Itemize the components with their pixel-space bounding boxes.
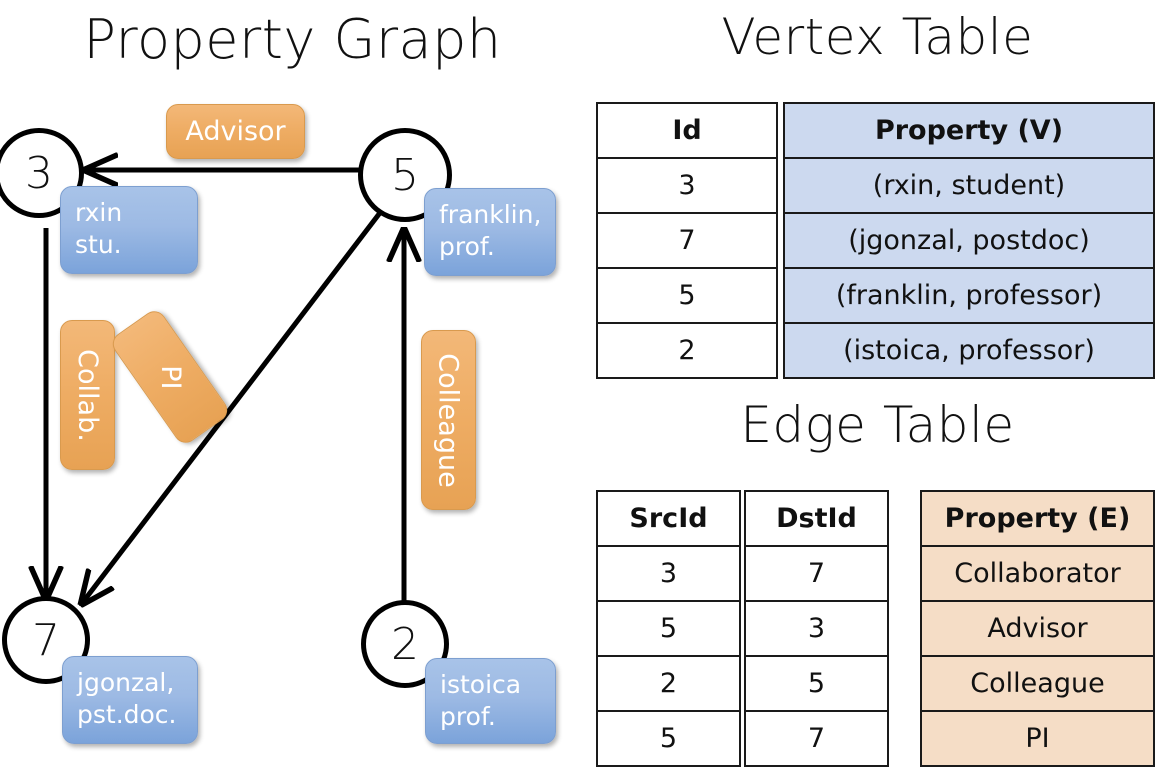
graph-node-3-label: 3 <box>25 147 53 199</box>
page-title-vertex-table: Vertex Table <box>721 8 1034 66</box>
graph-node-2-label: 2 <box>391 618 419 670</box>
node-property-line-2: stu. <box>75 230 122 259</box>
table-row: 5 <box>744 655 889 712</box>
page-title-property-graph: Property Graph <box>83 8 502 71</box>
vertex-property-cell: (istoica, professor) <box>783 322 1155 379</box>
edge-table-property-column: Property (E) Collaborator Advisor Collea… <box>920 490 1155 767</box>
table-row: 5 <box>596 710 741 767</box>
graph-node-2[interactable]: 2 <box>361 600 449 688</box>
edge-table-header-srcid: SrcId <box>596 490 741 547</box>
table-row: (franklin, professor) <box>783 267 1155 324</box>
table-header-row: Property (E) <box>920 490 1155 547</box>
table-row: 3 <box>596 157 778 214</box>
edge-property-cell: Collaborator <box>920 545 1155 602</box>
table-row: 2 <box>596 655 741 712</box>
edge-label-advisor: Advisor <box>166 104 305 159</box>
page-title-edge-table: Edge Table <box>740 396 1015 454</box>
table-header-row: Id <box>596 102 778 159</box>
table-row: 2 <box>596 322 778 379</box>
edge-table-header-property: Property (E) <box>920 490 1155 547</box>
vertex-property-cell: (rxin, student) <box>783 157 1155 214</box>
edge-table-header-dstid: DstId <box>744 490 889 547</box>
node-property-box-jgonzal: jgonzal, pst.doc. <box>62 656 198 744</box>
edge-label-pi-text: PI <box>154 364 186 390</box>
table-row: (istoica, professor) <box>783 322 1155 379</box>
edge-label-colleague: Colleague <box>421 330 476 510</box>
table-header-row: DstId <box>744 490 889 547</box>
node-property-line-1: istoica <box>440 670 522 699</box>
table-row: PI <box>920 710 1155 767</box>
table-row: Collaborator <box>920 545 1155 602</box>
vertex-id-cell: 7 <box>596 212 778 269</box>
node-property-line-2: pst.doc. <box>77 700 177 729</box>
table-row: (rxin, student) <box>783 157 1155 214</box>
vertex-id-cell: 5 <box>596 267 778 324</box>
table-row: 7 <box>744 710 889 767</box>
table-row: (jgonzal, postdoc) <box>783 212 1155 269</box>
node-property-line-2: prof. <box>440 702 496 731</box>
edge-src-cell: 5 <box>596 710 741 767</box>
table-row: Advisor <box>920 600 1155 657</box>
edge-src-cell: 3 <box>596 545 741 602</box>
table-row: 3 <box>744 600 889 657</box>
graph-node-7-label: 7 <box>32 614 60 666</box>
graph-node-5-label: 5 <box>391 149 419 201</box>
vertex-table-header-id: Id <box>596 102 778 159</box>
graph-edge-lines <box>0 0 585 760</box>
table-row: 5 <box>596 267 778 324</box>
table-row: 3 <box>596 545 741 602</box>
vertex-id-cell: 2 <box>596 322 778 379</box>
edge-property-cell: Colleague <box>920 655 1155 712</box>
property-graph-diagram: 3 5 7 2 rxin stu. franklin, prof. jgonza… <box>0 0 585 760</box>
vertex-table-property-column: Property (V) (rxin, student) (jgonzal, p… <box>783 102 1155 379</box>
node-property-box-istoica: istoica prof. <box>425 658 556 744</box>
table-row: Colleague <box>920 655 1155 712</box>
node-property-line-1: franklin, <box>439 200 542 229</box>
edge-table-srcid-column: SrcId 3 5 2 5 <box>596 490 741 767</box>
edge-line-pi <box>83 195 394 602</box>
vertex-property-cell: (franklin, professor) <box>783 267 1155 324</box>
edge-label-colleague-text: Colleague <box>433 352 464 488</box>
node-property-line-1: rxin <box>75 198 123 227</box>
edge-dst-cell: 5 <box>744 655 889 712</box>
vertex-property-cell: (jgonzal, postdoc) <box>783 212 1155 269</box>
edge-label-advisor-text: Advisor <box>185 116 286 147</box>
edge-property-cell: PI <box>920 710 1155 767</box>
node-property-box-franklin: franklin, prof. <box>424 188 556 276</box>
edge-src-cell: 2 <box>596 655 741 712</box>
vertex-table-header-property: Property (V) <box>783 102 1155 159</box>
table-row: 7 <box>744 545 889 602</box>
edge-dst-cell: 7 <box>744 545 889 602</box>
edge-src-cell: 5 <box>596 600 741 657</box>
node-property-line-1: jgonzal, <box>77 668 175 697</box>
table-header-row: SrcId <box>596 490 741 547</box>
edge-dst-cell: 7 <box>744 710 889 767</box>
edge-table-dstid-column: DstId 7 3 5 7 <box>744 490 889 767</box>
edge-dst-cell: 3 <box>744 600 889 657</box>
edge-label-collab-text: Collab. <box>72 348 103 442</box>
node-property-line-2: prof. <box>439 232 495 261</box>
vertex-table-id-column: Id 3 7 5 2 <box>596 102 778 379</box>
table-row: 7 <box>596 212 778 269</box>
edge-label-collab: Collab. <box>60 320 115 470</box>
node-property-box-rxin: rxin stu. <box>60 186 198 274</box>
table-header-row: Property (V) <box>783 102 1155 159</box>
vertex-id-cell: 3 <box>596 157 778 214</box>
table-row: 5 <box>596 600 741 657</box>
edge-property-cell: Advisor <box>920 600 1155 657</box>
